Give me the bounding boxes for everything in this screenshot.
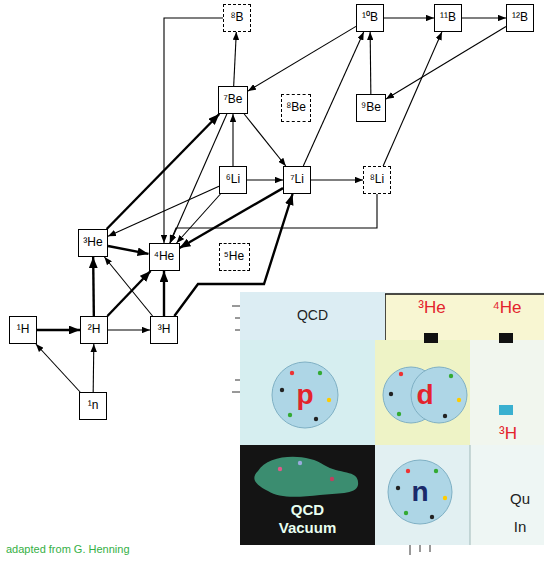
caption: adapted from G. Henning bbox=[6, 543, 130, 555]
node-text: n bbox=[411, 477, 428, 508]
nuclide-box: ³H bbox=[150, 316, 178, 344]
reaction-arrow bbox=[170, 194, 377, 243]
reaction-arrow bbox=[163, 271, 165, 316]
node-text: ²H bbox=[88, 323, 101, 336]
node-text: ⁸B bbox=[230, 11, 243, 24]
inset-ground bbox=[222, 292, 544, 565]
reaction-arrow bbox=[370, 32, 372, 94]
node-text: ⁶Li bbox=[226, 173, 240, 186]
reaction-arrow bbox=[248, 26, 356, 91]
nuclide-mark bbox=[499, 405, 513, 415]
reaction-arrow bbox=[311, 179, 363, 180]
nuclide-box: ¹²B bbox=[506, 4, 534, 32]
reaction-arrow bbox=[244, 114, 286, 166]
node-text: ¹¹B bbox=[440, 11, 456, 24]
neutron-blob: n bbox=[386, 458, 454, 526]
qcd-vacuum-cell: QCD Vacuum bbox=[240, 445, 375, 545]
inset-cell bbox=[375, 445, 470, 545]
reaction-arrow bbox=[108, 329, 150, 330]
node-text: ³H bbox=[158, 323, 171, 336]
nuclide-box: ⁴He bbox=[149, 243, 180, 271]
reaction-arrow bbox=[462, 17, 506, 18]
nuclide-box: ¹H bbox=[9, 316, 37, 344]
node-text: ¹²B bbox=[512, 11, 528, 24]
reaction-arrow bbox=[180, 188, 284, 248]
inset-cell bbox=[385, 294, 544, 340]
boundary-line bbox=[385, 294, 544, 340]
nuclide-box: ¹¹B bbox=[434, 4, 462, 32]
reaction-arrow bbox=[247, 179, 283, 180]
reaction-arrow bbox=[303, 32, 363, 166]
reaction-arrow bbox=[384, 17, 434, 18]
reaction-arrow bbox=[37, 329, 80, 331]
node-text: ⁵He bbox=[224, 250, 244, 263]
cut-label: Qu bbox=[510, 490, 530, 507]
node-text: ⁹Be bbox=[361, 101, 381, 114]
node-text: ¹H bbox=[17, 323, 30, 336]
node-text: ¹⁰B bbox=[362, 11, 378, 24]
inset-cell bbox=[240, 340, 375, 445]
reaction-arrow bbox=[108, 246, 149, 254]
reaction-arrow bbox=[92, 257, 95, 316]
axis-strip bbox=[222, 292, 240, 565]
isotope-label: ³H bbox=[499, 424, 517, 444]
axis-strip bbox=[222, 545, 544, 565]
reaction-arrow bbox=[107, 271, 150, 316]
cell-border bbox=[470, 445, 471, 545]
unstable-nuclide-box: ⁸Li bbox=[363, 166, 391, 194]
node-text: ³He bbox=[83, 236, 102, 249]
inset-cell bbox=[375, 340, 470, 445]
node-text: ¹n bbox=[88, 399, 99, 412]
nuclide-box: ²H bbox=[80, 316, 108, 344]
nuclide-box: ⁶Li bbox=[219, 166, 247, 194]
node-text: ⁴He bbox=[154, 250, 175, 263]
reaction-arrow bbox=[234, 32, 237, 86]
inset-cell bbox=[470, 445, 544, 545]
reaction-arrow bbox=[232, 114, 233, 166]
nuclide-mark bbox=[424, 333, 438, 343]
proton-blob: p bbox=[270, 360, 340, 430]
reaction-arrow bbox=[108, 186, 219, 236]
cut-label: In bbox=[514, 518, 527, 535]
unstable-nuclide-box: ⁸B bbox=[223, 4, 251, 32]
node-text: ⁷Li bbox=[290, 173, 304, 186]
unstable-nuclide-box: ⁸Be bbox=[281, 94, 311, 122]
reaction-arrow bbox=[164, 18, 223, 243]
nuclide-box: ⁹Be bbox=[356, 94, 386, 122]
reaction-arrow bbox=[383, 32, 442, 166]
isotope-label: ⁴He bbox=[492, 298, 521, 318]
inset-cell bbox=[470, 340, 544, 445]
nuclide-box: ³He bbox=[78, 229, 108, 257]
node-text: QCD Vacuum bbox=[263, 501, 353, 537]
node-text: d bbox=[416, 380, 433, 411]
reaction-arrow bbox=[104, 257, 152, 316]
reaction-arrow bbox=[36, 344, 80, 392]
node-text: ⁸Be bbox=[286, 101, 306, 114]
nuclide-box: ¹⁰B bbox=[356, 4, 384, 32]
qcd-cell: QCD bbox=[240, 292, 385, 340]
node-text: ⁸Li bbox=[370, 173, 384, 186]
reaction-arrow bbox=[386, 26, 506, 98]
nuclide-box: ¹n bbox=[79, 392, 107, 420]
reaction-arrow bbox=[93, 344, 95, 392]
node-text: ⁷Be bbox=[223, 93, 242, 106]
unstable-nuclide-box: ⁵He bbox=[219, 243, 250, 271]
node-text: QCD bbox=[297, 308, 328, 323]
deuteron-blob: d bbox=[381, 364, 469, 426]
node-text: p bbox=[296, 380, 313, 411]
isotope-label: ³He bbox=[418, 298, 445, 318]
nuclide-box: ⁷Be bbox=[218, 86, 248, 114]
nuclide-box: ⁷Li bbox=[283, 166, 311, 194]
nuclide-mark bbox=[499, 333, 513, 343]
